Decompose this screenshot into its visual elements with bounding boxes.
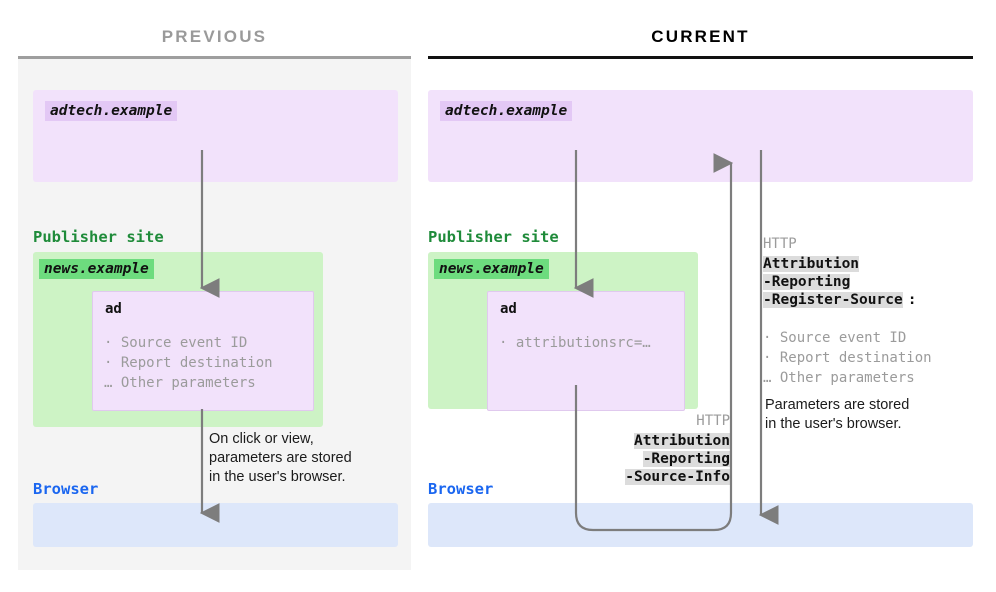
curr-browser-heading: Browser	[428, 480, 494, 498]
curr-response-colon: :	[907, 292, 917, 308]
curr-response-line-1: Attribution	[763, 256, 860, 272]
prev-ad-params: · Source event ID · Report destination ……	[104, 335, 273, 391]
curr-arrow-request-to-adtech	[574, 153, 734, 532]
curr-adtech-domain-chip: adtech.example	[440, 101, 573, 121]
curr-note: Parameters are stored in the user's brow…	[765, 397, 910, 432]
prev-publisher-domain-chip: news.example	[39, 259, 154, 279]
column-header-previous: PREVIOUS	[161, 27, 268, 46]
curr-response-header-lines: Attribution -Reporting -Register-Source:	[763, 256, 916, 308]
curr-ad-box	[487, 291, 685, 411]
curr-ad-params: · attributionsrc=…	[499, 335, 651, 351]
prev-browser-heading: Browser	[33, 480, 99, 498]
prev-adtech-domain-chip: adtech.example	[45, 101, 178, 121]
prev-ad-title: ad	[105, 301, 122, 317]
curr-response-params: · Source event ID · Report destination ……	[763, 330, 932, 386]
prev-ad-box	[92, 291, 314, 411]
curr-response-line-2: -Reporting	[763, 274, 851, 290]
curr-request-line-3: -Source-Info	[625, 469, 730, 485]
curr-ad-title: ad	[500, 301, 517, 317]
prev-note: On click or view, parameters are stored …	[209, 431, 352, 485]
curr-request-line-1: Attribution	[633, 433, 730, 449]
curr-request-protocol: HTTP	[696, 413, 730, 429]
curr-browser-band	[428, 503, 973, 547]
prev-publisher-heading: Publisher site	[33, 228, 164, 246]
curr-response-protocol: HTTP	[763, 236, 797, 252]
curr-request-header-lines: Attribution -Reporting -Source-Info	[560, 433, 730, 485]
curr-response-line-3: -Register-Source	[763, 292, 903, 308]
curr-publisher-heading: Publisher site	[428, 228, 559, 246]
column-header-current: CURRENT	[651, 27, 750, 46]
curr-publisher-domain-chip: news.example	[434, 259, 549, 279]
column-rule-previous	[18, 56, 411, 59]
curr-request-line-2: -Reporting	[642, 451, 730, 467]
column-rule-current	[428, 56, 973, 59]
